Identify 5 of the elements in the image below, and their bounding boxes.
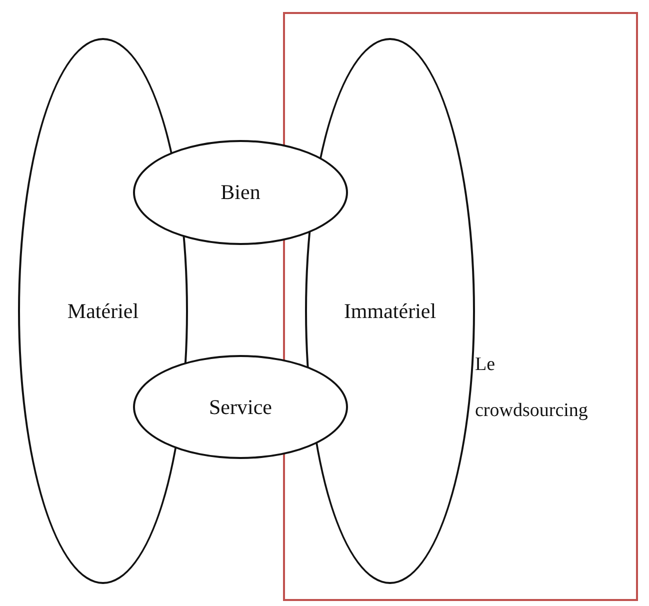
ellipse-label: Immatériel (344, 298, 436, 324)
ellipse-label: Matériel (67, 298, 139, 324)
ellipse-label: Service (209, 394, 272, 420)
ellipse-label: Bien (220, 180, 260, 205)
frame-label: Le crowdsourcing (475, 353, 589, 423)
